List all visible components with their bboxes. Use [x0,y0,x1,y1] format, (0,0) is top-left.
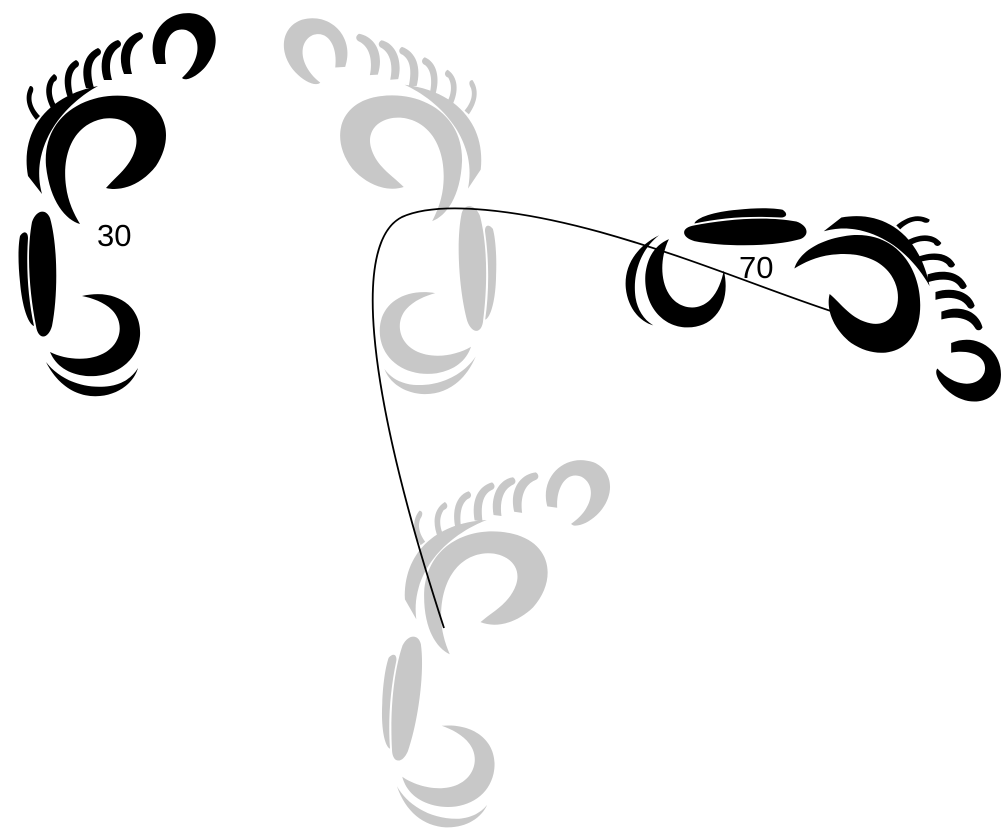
ghost-footprint-top [282,7,505,403]
right-footprint-label: 70 [739,252,773,283]
left-footprint [19,13,216,396]
left-footprint-label: 30 [97,220,131,251]
ghost-footprint-bottom [365,437,614,835]
